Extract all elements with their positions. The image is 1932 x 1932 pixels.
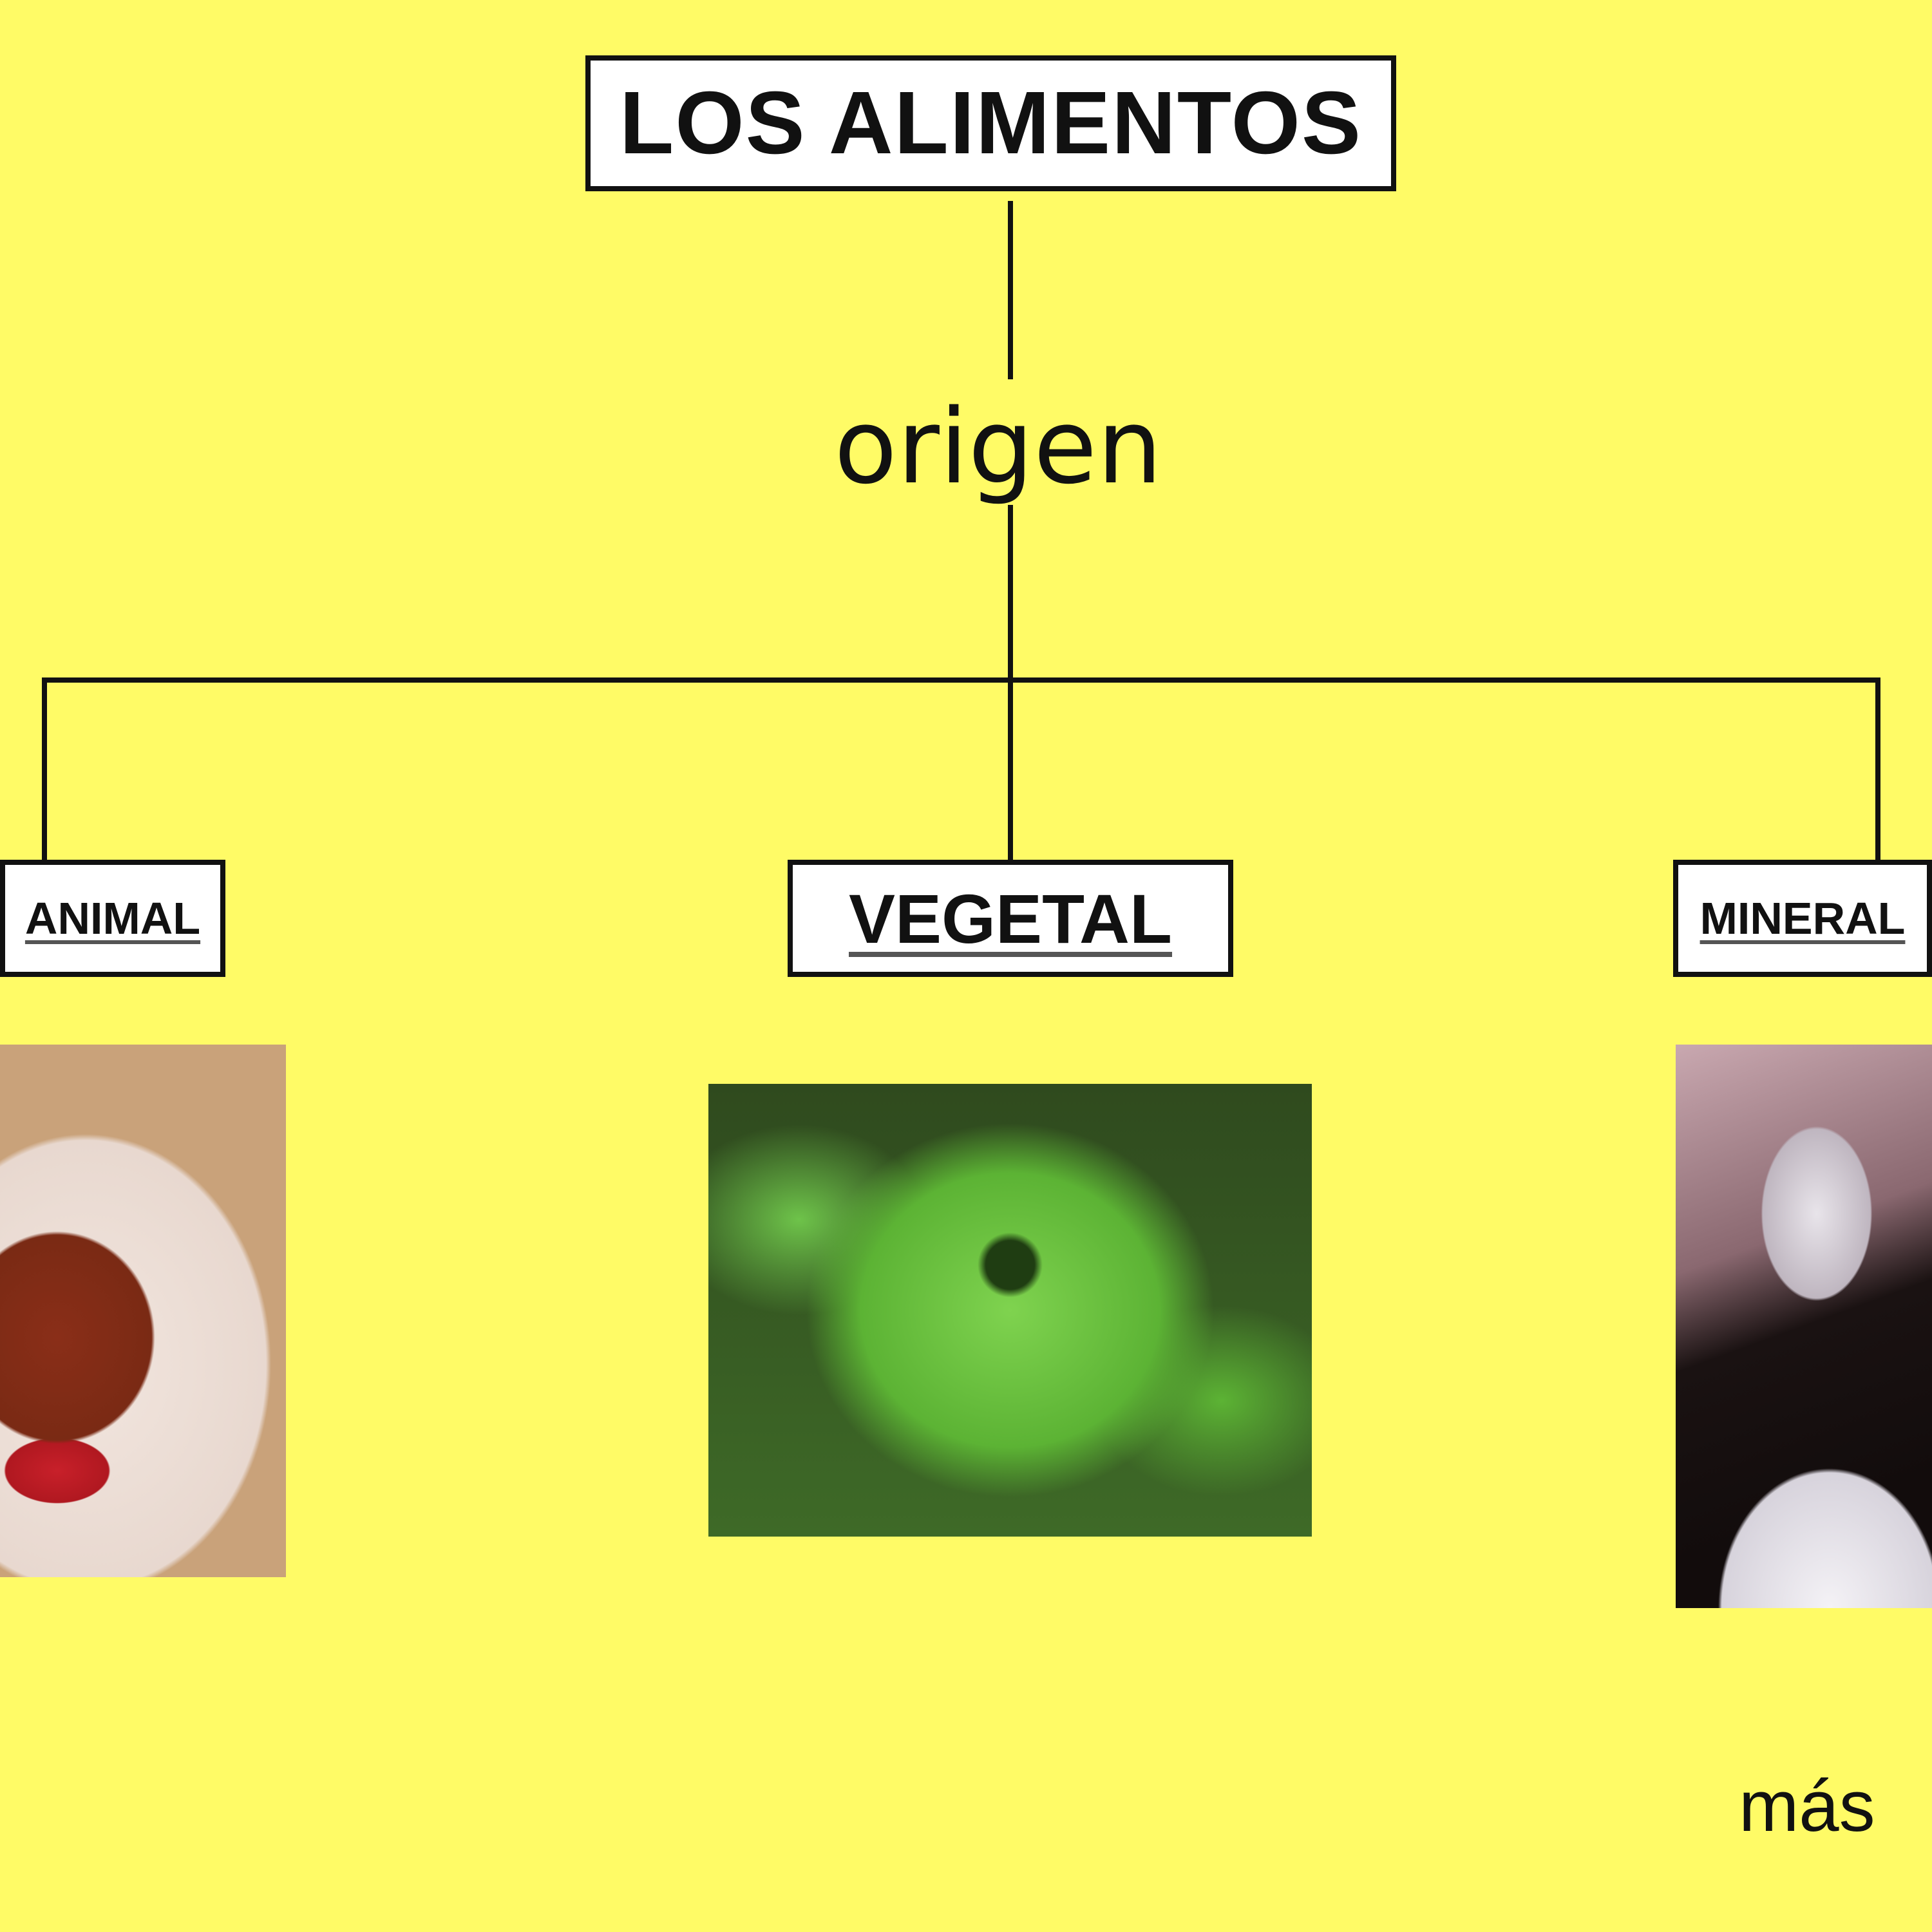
category-label-vegetal: VEGETAL <box>848 879 1173 958</box>
connector-title-origen <box>1008 201 1013 379</box>
more-link[interactable]: más <box>1739 1766 1875 1846</box>
branch-line-mineral <box>1875 677 1880 860</box>
salt-shaker-photo <box>1676 1045 1932 1608</box>
origen-label: origen <box>834 386 1162 507</box>
title-text: LOS ALIMENTOS <box>619 73 1363 173</box>
category-box-vegetal: VEGETAL <box>788 860 1233 977</box>
category-label-mineral: MINERAL <box>1700 893 1906 943</box>
category-box-animal: ANIMAL <box>0 860 225 977</box>
title-box: LOS ALIMENTOS <box>585 55 1396 191</box>
lettuce-photo <box>708 1084 1312 1537</box>
branch-horizontal-line <box>42 677 1880 683</box>
branch-line-animal <box>42 677 47 860</box>
category-label-animal: ANIMAL <box>24 893 201 943</box>
category-box-mineral: MINERAL <box>1673 860 1932 977</box>
grilled-steak-photo <box>0 1045 286 1577</box>
